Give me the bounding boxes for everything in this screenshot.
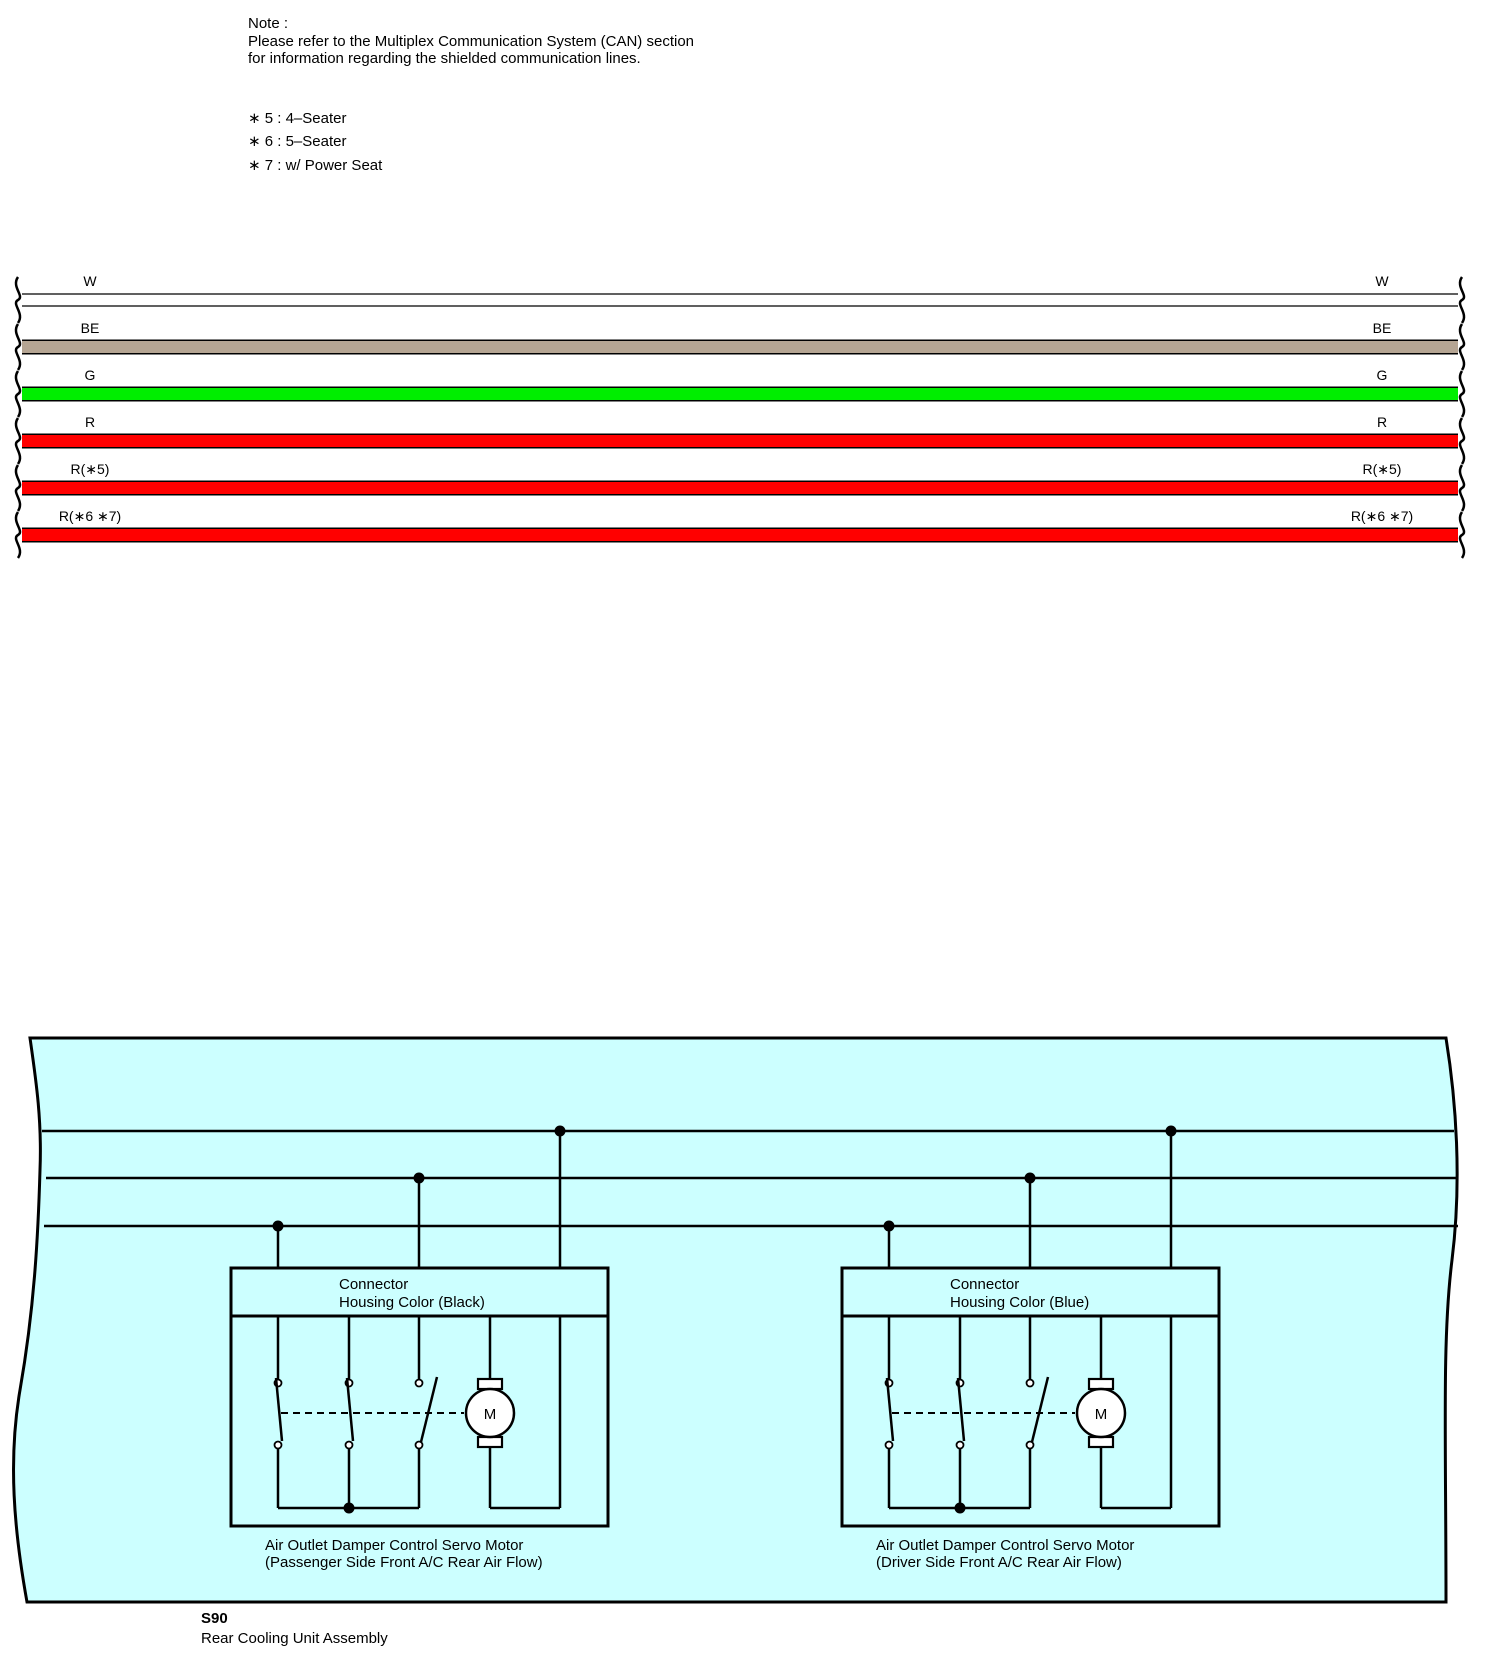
motor-icon (1075, 1387, 1127, 1439)
legend-item: ∗ 5 : 4–Seater (248, 110, 346, 127)
junction-dot (954, 1502, 966, 1514)
wire-label-left: R(∗5) (71, 461, 110, 477)
switch-contact (273, 1440, 283, 1450)
switch-contact (1025, 1378, 1035, 1388)
wire-break-mark (1458, 464, 1466, 512)
motor-brush (1087, 1377, 1115, 1391)
wire-break-mark (1458, 511, 1466, 559)
wire-label-right: G (1377, 367, 1388, 383)
connector-color-label: Housing Color (Black) (339, 1294, 485, 1311)
wire-label-right: R (1377, 414, 1387, 430)
switch-contact (414, 1440, 424, 1450)
motor-brush (1087, 1435, 1115, 1449)
wire-label-left: G (85, 367, 96, 383)
wire-label-left: W (83, 273, 97, 289)
motor-symbol: M (484, 1406, 497, 1423)
wire-label-left: R (85, 414, 95, 430)
switch-blade (956, 1377, 966, 1442)
junction-dot (272, 1220, 284, 1232)
component-name: Air Outlet Damper Control Servo Motor (876, 1537, 1134, 1554)
junction-dot (413, 1172, 425, 1184)
wire-break-mark (14, 276, 22, 324)
junction-dot (883, 1220, 895, 1232)
legend-item: ∗ 7 : w/ Power Seat (248, 157, 383, 174)
switch-contact (1025, 1440, 1035, 1450)
junction-dot (554, 1125, 566, 1137)
junction-dot (343, 1502, 355, 1514)
wire-label-right: R(∗6 ∗7) (1351, 508, 1413, 524)
connector-box (840, 1266, 1221, 1528)
wire-label-right: BE (1373, 320, 1392, 336)
switch-blade (1030, 1376, 1050, 1443)
component-description: (Passenger Side Front A/C Rear Air Flow) (265, 1554, 543, 1571)
motor-symbol: M (1095, 1406, 1108, 1423)
wire: BE BE (14, 320, 1466, 371)
assembly-name: Rear Cooling Unit Assembly (201, 1630, 388, 1647)
wire-label-right: W (1375, 273, 1389, 289)
assembly-code: S90 (201, 1610, 228, 1627)
wire-break-mark (1458, 417, 1466, 465)
legend: ∗ 5 : 4–Seater ∗ 6 : 5–Seater ∗ 7 : w/ P… (248, 110, 383, 174)
wire-label-left: R(∗6 ∗7) (59, 508, 121, 524)
junction-dot (1024, 1172, 1036, 1184)
wire-break-mark (14, 417, 22, 465)
motor-brush (476, 1377, 504, 1391)
connector-label: Connector (339, 1276, 408, 1293)
wire-label-left: BE (81, 320, 100, 336)
connector-label: Connector (950, 1276, 1019, 1293)
switch-contact (414, 1378, 424, 1388)
legend-item: ∗ 6 : 5–Seater (248, 133, 346, 150)
wire: R(∗5) R(∗5) (14, 461, 1466, 512)
connector-box (229, 1266, 610, 1528)
switch-contact (955, 1440, 965, 1450)
note-line-1: Please refer to the Multiplex Communicat… (248, 33, 694, 50)
wire-break-mark (1458, 370, 1466, 418)
switch-blade (274, 1377, 284, 1442)
wire-break-mark (14, 511, 22, 559)
wire-break-mark (14, 370, 22, 418)
assembly-label: S90 Rear Cooling Unit Assembly (201, 1610, 388, 1647)
note-line-2: for information regarding the shielded c… (248, 50, 641, 67)
switch-blade (419, 1376, 439, 1443)
connector-color-label: Housing Color (Blue) (950, 1294, 1089, 1311)
wire: R(∗6 ∗7) R(∗6 ∗7) (14, 508, 1466, 559)
motor-brush (476, 1435, 504, 1449)
wire-break-mark (14, 464, 22, 512)
component-description: (Driver Side Front A/C Rear Air Flow) (876, 1554, 1122, 1571)
switch-blade (885, 1377, 895, 1442)
switch-contact (884, 1440, 894, 1450)
junction-dot (1165, 1125, 1177, 1137)
wire-break-mark (1458, 276, 1466, 324)
switch-contact (344, 1440, 354, 1450)
wire-break-mark (14, 323, 22, 371)
component-name: Air Outlet Damper Control Servo Motor (265, 1537, 523, 1554)
switch-blade (345, 1377, 355, 1442)
wire-break-mark (1458, 323, 1466, 371)
note-heading: Note : (248, 15, 288, 32)
wire-label-right: R(∗5) (1363, 461, 1402, 477)
motor-icon (464, 1387, 516, 1439)
note-block: Note : Please refer to the Multiplex Com… (248, 15, 694, 67)
